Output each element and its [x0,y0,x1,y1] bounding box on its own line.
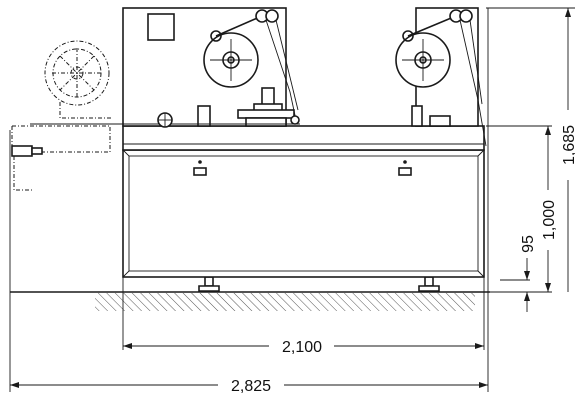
dim-feet-height-label: 95 [520,235,537,253]
conveyor [30,112,300,128]
dim-overall-height: 1,685 [561,8,575,292]
dim-overall-width-label: 2,825 [231,378,271,395]
labeling-head [197,87,300,127]
extension-lines [9,7,575,392]
dim-overall-width: 2,825 [10,378,488,395]
door-handle-right [398,160,412,176]
door-handle-left [193,160,207,176]
dim-body-width-label: 2,100 [282,339,322,356]
dim-overall-height-label: 1,685 [561,125,575,165]
foot-right [418,276,440,292]
dim-table-height-label: 1,000 [541,200,558,240]
dim-table-height: 1,000 [541,126,558,292]
base-cabinet [122,149,485,278]
dim-feet-height: 95 [520,235,537,312]
unwind-reel-stand [11,40,112,191]
floor [10,291,490,311]
foot-left [198,276,220,292]
label-reel-left [203,9,299,121]
label-reel-right [395,9,487,147]
table-top [122,125,485,151]
dim-body-width: 2,100 [123,339,484,356]
applicator-block-right [411,105,451,127]
